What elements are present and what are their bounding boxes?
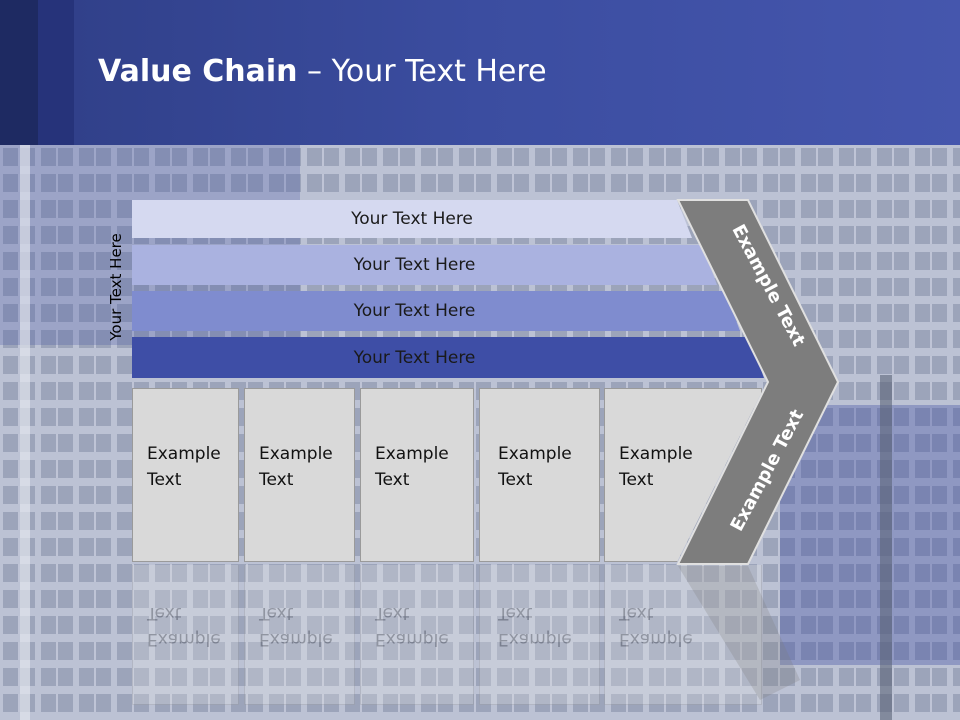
bar-4-label: Your Text Here xyxy=(353,347,476,368)
activity-box-5-text: Example Text xyxy=(619,441,693,493)
slide-title-rest: – Your Text Here xyxy=(297,54,547,89)
box-text-line: Text xyxy=(147,470,182,490)
slide-header: Value Chain – Your Text Here xyxy=(0,0,960,145)
activity-box-4[interactable]: Example Text xyxy=(479,388,600,562)
slide-title[interactable]: Value Chain – Your Text Here xyxy=(98,54,547,89)
activity-box-3-text: Example Text xyxy=(375,441,449,493)
activity-box-2[interactable]: Example Text xyxy=(244,388,355,562)
chevron-shape xyxy=(676,199,840,565)
bar-2-label: Your Text Here xyxy=(353,255,476,275)
slide-title-bold: Value Chain xyxy=(98,54,298,89)
box-text-line: Example xyxy=(259,444,333,464)
bar-2[interactable]: Your Text Here xyxy=(132,245,717,285)
bar-1-label: Your Text Here xyxy=(351,209,473,229)
activity-box-1[interactable]: Example Text xyxy=(132,388,239,562)
box-text-line: Example xyxy=(147,444,221,464)
activity-box-2-text: Example Text xyxy=(259,441,333,493)
header-accent-strip xyxy=(0,0,38,145)
box-text-line: Text xyxy=(498,470,533,490)
bar-3[interactable]: Your Text Here xyxy=(132,291,740,331)
bar-3-label: Your Text Here xyxy=(353,301,476,321)
activity-box-4-text: Example Text xyxy=(498,441,572,493)
box-text-line: Example xyxy=(619,444,693,464)
box-text-line: Text xyxy=(619,470,654,490)
activity-box-3[interactable]: Example Text xyxy=(360,388,474,562)
header-accent-strip xyxy=(38,0,74,145)
box-text-line: Text xyxy=(375,470,410,490)
activity-box-1-text: Example Text xyxy=(147,441,221,493)
bar-4[interactable]: Your Text Here xyxy=(132,337,764,378)
box-text-line: Example xyxy=(498,444,572,464)
bar-1[interactable]: Your Text Here xyxy=(132,200,692,238)
box-text-line: Example xyxy=(375,444,449,464)
chevron-reflection xyxy=(678,566,800,700)
box-text-line: Text xyxy=(259,470,294,490)
